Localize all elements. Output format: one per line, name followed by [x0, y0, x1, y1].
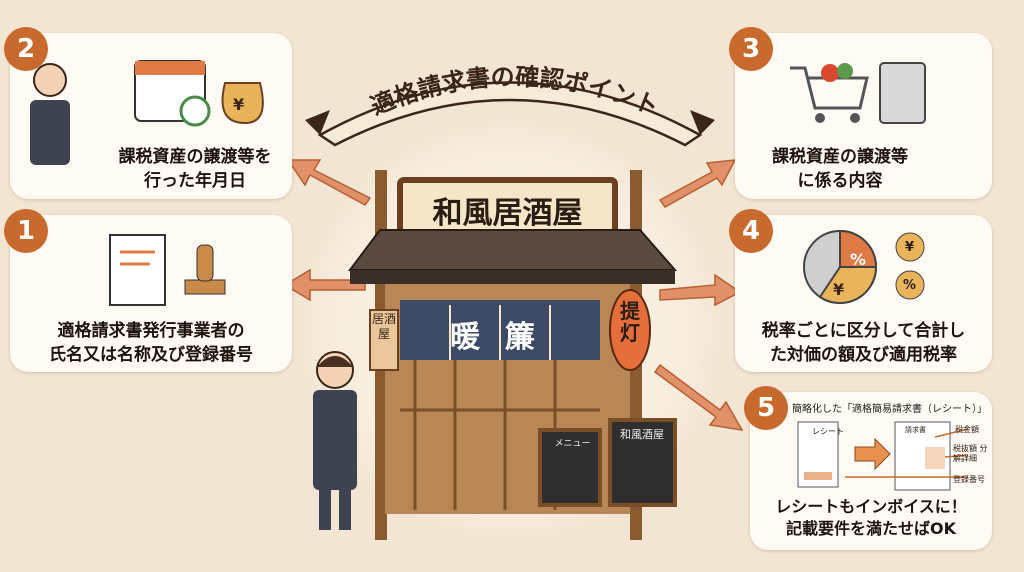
- receipt-to-invoice-diagram: [797, 421, 969, 491]
- menu-board-left: メニュー: [554, 439, 591, 449]
- point-text-line: に係る内容: [797, 171, 883, 191]
- point-text-line: レシートもインボイスに！: [775, 497, 967, 516]
- point-text-line: 課税資産の譲渡等: [772, 147, 908, 167]
- arrow-to-point-2: [286, 159, 372, 206]
- title-banner: 適格請求書の確認ポイント: [305, 63, 715, 147]
- invoice-label: 請求書: [905, 426, 926, 434]
- point-badge: 2: [4, 27, 48, 71]
- point-card-5: 5 簡略化した「適格簡易請求書（レシート）」 レシート 請求書 税金額 税抜額 …: [744, 386, 992, 550]
- point-text: レシートもインボイスに！ 記載要件を満たせばOK: [755, 496, 987, 540]
- percent-coin-label: %: [903, 278, 917, 293]
- shopping-cart-and-calculator-icon: [790, 62, 926, 124]
- arrow-to-point-5: [653, 363, 744, 431]
- point-text: 税率ごとに区分して合計し た対価の額及び適用税率: [740, 319, 987, 367]
- shop-sign: 和風居酒屋: [432, 196, 583, 231]
- point-card-4: 4 % ¥ ¥ % 税率ごとに区分して合計し た対価の額及び適用税率: [729, 209, 992, 372]
- staff-illustration-center: [313, 351, 357, 530]
- point-text: 課税資産の譲渡等 に係る内容: [745, 145, 935, 193]
- point-text: 課税資産の譲渡等を 行った年月日: [100, 145, 290, 193]
- point-badge: 4: [729, 209, 773, 253]
- point-caption: 簡略化した「適格簡易請求書（レシート）」: [792, 404, 987, 415]
- document-and-stamp-icon: [109, 234, 226, 306]
- lantern-text: 提灯: [620, 299, 640, 345]
- arrow-to-point-3: [658, 159, 737, 208]
- arrow-to-point-4: [659, 273, 742, 307]
- point-text-line: 適格請求書発行事業者の: [57, 321, 245, 341]
- point-card-2: 2 ¥ 課税資産の譲渡等を 行った年月日: [4, 27, 292, 199]
- point-card-1: 1 適格請求書発行事業者の 氏名又は名称及び登録番号: [4, 209, 292, 372]
- point-text-line: 課税資産の譲渡等を: [118, 147, 272, 167]
- noren-char-1: 暖: [450, 320, 480, 355]
- yen-symbol: ¥: [233, 95, 245, 114]
- point-text: 適格請求書発行事業者の 氏名又は名称及び登録番号: [20, 319, 282, 367]
- percent-label: %: [850, 250, 867, 269]
- tax-rate-pie-chart-icon: [803, 229, 925, 305]
- izakaya-shop-illustration: [348, 170, 678, 540]
- yen-coin-label: ¥: [905, 240, 915, 255]
- point-text-line: 税率ごとに区分して合計し: [761, 321, 966, 341]
- yen-label: ¥: [833, 280, 845, 299]
- point-badge: 3: [729, 27, 773, 71]
- point-card-3: 3 課税資産の譲渡等 に係る内容: [729, 27, 992, 199]
- staff-illustration-left: [30, 63, 70, 165]
- point-text-line: 記載要件を満たせばOK: [785, 519, 956, 538]
- receipt-label: レシート: [812, 427, 844, 436]
- point-text-line: 行った年月日: [144, 171, 246, 191]
- point-badge: 5: [744, 386, 788, 430]
- noren-char-2: 簾: [505, 320, 535, 355]
- pretax-amount-label: 税抜額 分解詳細: [953, 444, 988, 463]
- registration-number-label: 登録番号: [953, 475, 985, 484]
- point-text-line: た対価の額及び適用税率: [770, 345, 957, 365]
- menu-board-right: 和風酒屋: [620, 428, 664, 441]
- side-sign: 居酒屋: [372, 312, 397, 341]
- calendar-and-money-bag-icon: [134, 60, 264, 127]
- point-badge: 1: [4, 209, 48, 253]
- point-text-line: 氏名又は名称及び登録番号: [49, 345, 253, 365]
- tax-amount-label: 税金額: [955, 425, 979, 434]
